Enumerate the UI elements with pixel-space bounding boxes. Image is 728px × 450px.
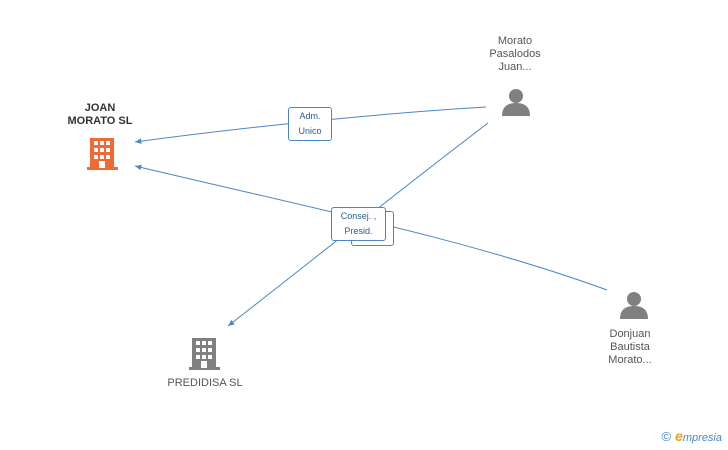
edge-label-adm-unico: Adm. Unico xyxy=(288,107,332,141)
building-icon[interactable] xyxy=(87,138,118,170)
edge-label-consej-presid: Consej. , Presid. xyxy=(331,207,386,241)
person-label-morato-pasalodos[interactable]: Morato Pasalodos Juan... xyxy=(489,35,541,73)
building-icon[interactable] xyxy=(189,338,220,370)
copyright-icon: © xyxy=(661,428,672,444)
brand-logo: empresia xyxy=(675,428,722,444)
person-icon[interactable] xyxy=(502,89,530,116)
person-icon[interactable] xyxy=(620,292,648,319)
empresia-watermark[interactable]: © empresia xyxy=(661,428,722,444)
company-label-predidisa[interactable]: PREDIDISA SL xyxy=(167,377,243,389)
person-label-donjuan-bautista[interactable]: Donjuan Bautista Morato... xyxy=(608,328,652,366)
company-label-joan-morato[interactable]: JOAN MORATO SL xyxy=(67,102,133,127)
